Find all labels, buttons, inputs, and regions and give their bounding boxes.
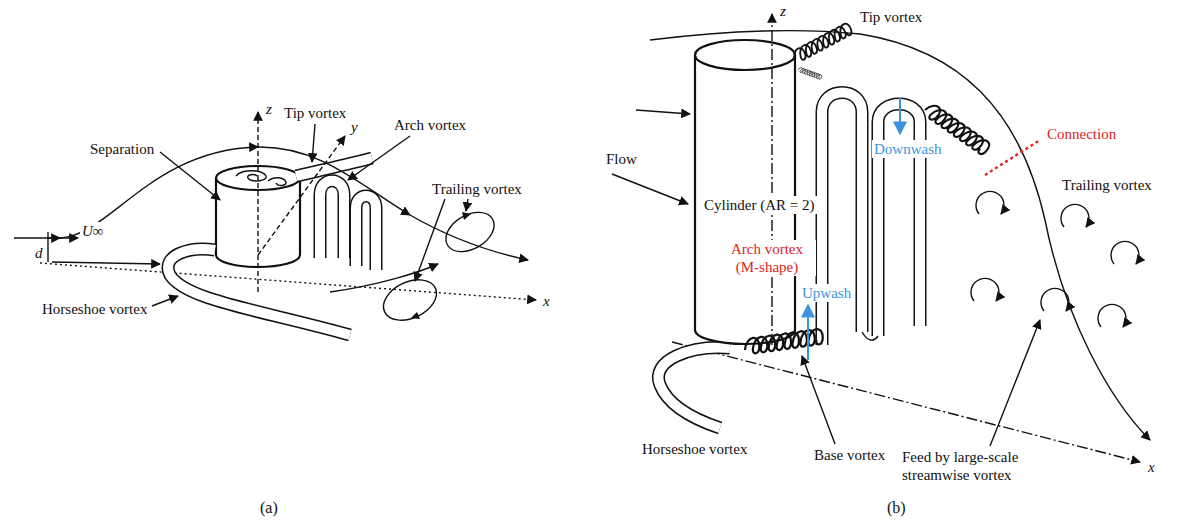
panel-b-figure (985, 140, 1040, 175)
panel-a-figure (14, 112, 536, 335)
axis-label: x (541, 292, 552, 310)
panel-a-figure (48, 237, 78, 238)
upwash-label: Upwash (800, 284, 853, 302)
panel-b-figure (636, 110, 690, 114)
panel-b-figure (878, 104, 920, 336)
panel-a-figure (348, 136, 410, 180)
panel-a-figure (466, 199, 468, 211)
panel-b-figure (807, 305, 809, 360)
connection-label: Connection (1045, 125, 1118, 143)
vortex-label: Trailing vortex (430, 180, 524, 198)
panel-tag: (a) (258, 498, 280, 517)
panel-b-figure (612, 174, 688, 204)
panel-a-figure (330, 264, 438, 292)
panel-a-figure (160, 152, 220, 200)
panel-b-figure (612, 14, 1150, 462)
panel-a-figure (377, 272, 443, 328)
panel-a-figure (320, 181, 344, 258)
panel-a-figure (14, 147, 528, 260)
panel-a-figure (411, 312, 420, 319)
vortex-label: Trailing vortex (1060, 176, 1154, 194)
vortex-label: Arch vortex (M-shape) (718, 240, 816, 276)
panel-b-figure (797, 67, 822, 80)
panel-a-figure (40, 263, 536, 300)
panel-b-figure (878, 104, 920, 336)
panel-b-figure (650, 31, 1150, 440)
panel-a-figure (47, 232, 48, 262)
axis-label: z (778, 2, 788, 20)
panel-b-figure (1098, 304, 1126, 327)
panel-b-figure (822, 93, 862, 346)
panel-b-figure (695, 40, 795, 70)
panel-tag: (b) (885, 498, 908, 517)
panel-b-figure (990, 320, 1040, 446)
panel-b-figure (771, 14, 772, 345)
separation-label: Separation (88, 140, 156, 158)
dimension-label: d (33, 244, 45, 262)
vortex-label: Tip vortex (282, 104, 348, 122)
panel-a-figure (356, 196, 376, 270)
flow-label: Flow (604, 150, 639, 168)
vortex-label: Base vortex (812, 446, 887, 464)
panel-b-figure (802, 356, 835, 444)
downwash-label: Downwash (872, 140, 944, 158)
vortex-label: Horseshoe vortex (640, 440, 749, 458)
panel-b-figure (822, 93, 862, 346)
panel-b-figure (1061, 204, 1089, 227)
axis-label: x (1146, 458, 1157, 476)
note-label: Feed by large-scale streamwise vortex (900, 448, 1044, 484)
panel-a-figure (152, 296, 178, 306)
velocity-label: U∞ (80, 222, 106, 240)
panel-b-figure (791, 22, 854, 63)
panel-a-figure (415, 199, 445, 281)
panel-a-figure (356, 196, 376, 270)
vortex-label: Horseshoe vortex (40, 300, 149, 318)
panel-b-figure (1041, 288, 1069, 311)
panel-a-figure (236, 171, 286, 186)
panel-b-figure (971, 278, 999, 301)
panel-b-figure (1111, 241, 1139, 264)
panel-a-figure (168, 249, 350, 335)
panel-a-figure (439, 204, 501, 259)
panel-b-figure (899, 98, 901, 134)
panel-b-figure (658, 348, 730, 428)
panel-b-figure (862, 332, 878, 340)
axis-label: z (264, 100, 274, 118)
cylinder-label: Cylinder (AR = 2) (702, 196, 817, 214)
panel-a-figure (320, 181, 344, 258)
panel-b-figure (743, 328, 823, 354)
panel-a-figure (462, 212, 471, 220)
axis-label: y (349, 118, 360, 136)
panel-a-figure (257, 112, 258, 292)
panel-a-figure (52, 262, 160, 264)
panel-b-figure (658, 348, 730, 428)
panel-a-figure (312, 124, 315, 162)
vortex-label: Arch vortex (392, 116, 468, 134)
panel-a-figure (168, 249, 350, 335)
panel-b-figure (976, 191, 1004, 214)
vortex-label: Tip vortex (858, 8, 924, 26)
